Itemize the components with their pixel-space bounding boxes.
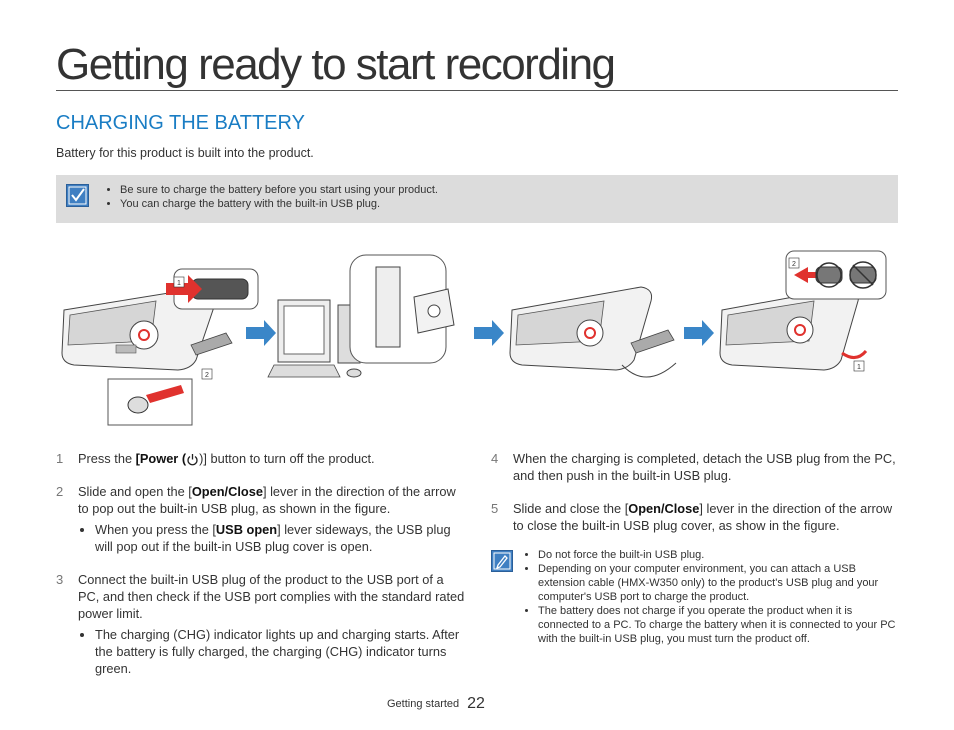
steps-left-column: 1 Press the [Power ( )] button to turn of… [56, 450, 466, 693]
memo-pencil-icon [491, 550, 513, 572]
step-bold: Open/Close [628, 501, 700, 516]
callout-number: 1 [177, 280, 181, 287]
step-4: 4 When the charging is completed, detach… [491, 450, 901, 484]
page-number: 22 [467, 695, 485, 712]
footer-section-label: Getting started [387, 698, 460, 710]
memo-note: Do not force the built-in USB plug. Depe… [491, 548, 901, 646]
memo-item: The battery does not charge if you opera… [538, 604, 901, 646]
note-item: You can charge the battery with the buil… [120, 197, 438, 211]
step-text: When the charging is completed, detach t… [513, 451, 896, 483]
sub-text: When you press the [ [95, 522, 216, 537]
arrow-right-icon [474, 320, 504, 346]
callout-number: 2 [205, 372, 209, 379]
step-text: ] lever in the direction of the arrow to… [78, 484, 456, 516]
step-bold: [Power ( [135, 451, 187, 466]
checkmark-icon [66, 184, 89, 207]
step-text: Slide and open the [ [78, 484, 192, 499]
power-icon [187, 454, 198, 466]
callout-number: 2 [792, 261, 796, 268]
step-number: 2 [56, 484, 64, 499]
sub-text: ] lever sideways, the USB plug will pop … [95, 522, 451, 554]
arrow-right-icon [246, 320, 276, 346]
computer-illustration [267, 299, 362, 378]
caution-note-box: Be sure to charge the battery before you… [56, 175, 898, 223]
memo-item: Depending on your computer environment, … [538, 562, 901, 604]
step-sub-item: When you press the [USB open] lever side… [95, 521, 466, 555]
callout-number: 1 [857, 364, 861, 371]
camcorder-illustration [719, 286, 868, 371]
sub-bold: USB open [215, 522, 278, 537]
step-text: Press the [78, 451, 136, 466]
step-bold: Open/Close [191, 484, 263, 499]
step-text: Connect the built-in USB plug of the pro… [78, 572, 465, 621]
charging-illustration: 1 2 2 1 [61, 250, 887, 426]
page-title: Getting ready to start recording [56, 40, 616, 89]
step-number: 5 [491, 501, 499, 516]
step-text: ] lever in the direction of the arrow to… [513, 501, 893, 533]
step-2: 2 Slide and open the [Open/Close] lever … [56, 483, 466, 555]
memo-item: Do not force the built-in USB plug. [538, 548, 901, 562]
arrow-right-icon [684, 320, 714, 346]
step-3: 3 Connect the built-in USB plug of the p… [56, 571, 466, 677]
step-number: 1 [56, 451, 64, 466]
page-footer: Getting started 22 [387, 694, 485, 712]
intro-text: Battery for this product is built into t… [56, 146, 314, 160]
step-text: )] button to turn off the product. [199, 451, 375, 466]
camcorder-illustration [509, 286, 677, 378]
step-text: Slide and close the [ [513, 501, 629, 516]
step-number: 4 [491, 451, 499, 466]
title-divider [56, 90, 898, 91]
step-number: 3 [56, 572, 64, 587]
step-1: 1 Press the [Power ( )] button to turn of… [56, 450, 466, 467]
note-item: Be sure to charge the battery before you… [120, 183, 438, 197]
steps-right-column: 4 When the charging is completed, detach… [491, 450, 901, 550]
step-5: 5 Slide and close the [Open/Close] lever… [491, 500, 901, 534]
step-sub-item: The charging (CHG) indicator lights up a… [95, 626, 466, 677]
section-title: CHARGING THE BATTERY [56, 112, 305, 134]
